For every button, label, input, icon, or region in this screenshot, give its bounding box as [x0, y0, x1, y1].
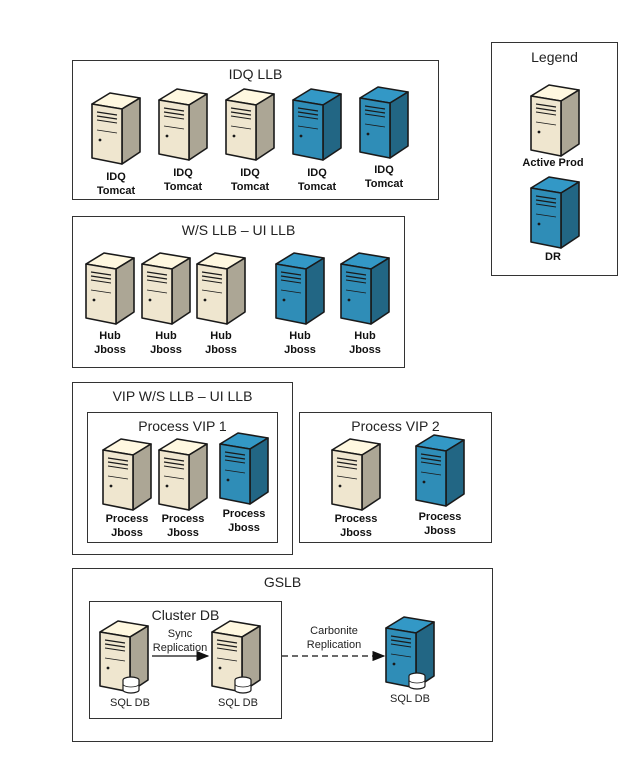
sql-db-2-label: SQL DB	[218, 697, 258, 709]
sql-db-1-icon	[96, 618, 152, 696]
sql-db-2-icon	[208, 618, 264, 696]
process-vip2-server-2-icon	[412, 432, 468, 510]
legend-title: Legend	[531, 49, 578, 65]
sql-db-1-label: SQL DB	[110, 697, 150, 709]
process-vip-1-title: Process VIP 1	[138, 418, 227, 434]
idq-server-4-icon	[289, 86, 345, 164]
cluster-db-title: Cluster DB	[151, 607, 220, 623]
process-vip1-server-2-icon	[155, 436, 211, 514]
legend-dr-server-icon	[527, 174, 583, 252]
hub-server-3-icon	[193, 250, 249, 328]
hub-server-5-icon	[337, 250, 393, 328]
hub-server-1-icon	[82, 250, 138, 328]
ws-llb-title: W/S LLB – UI LLB	[181, 222, 296, 238]
process-vip1-server-3-icon	[216, 430, 272, 508]
idq-llb-title: IDQ LLB	[228, 66, 283, 82]
sql-db-3-icon	[382, 614, 438, 692]
legend-dr-label: DR	[545, 251, 561, 263]
legend-active-label: Active Prod	[522, 157, 584, 169]
legend-active-server-icon	[527, 82, 583, 160]
idq-server-2-icon	[155, 86, 211, 164]
idq-server-5-icon	[356, 84, 412, 162]
sql-db-3-label: SQL DB	[390, 693, 430, 705]
process-vip2-server-1-icon	[328, 436, 384, 514]
hub-server-2-icon	[138, 250, 194, 328]
process-vip-2-title: Process VIP 2	[351, 418, 440, 434]
idq-server-1-icon	[88, 90, 144, 168]
process-vip1-server-1-icon	[99, 436, 155, 514]
vip-llb-title: VIP W/S LLB – UI LLB	[112, 388, 253, 404]
hub-server-4-icon	[272, 250, 328, 328]
idq-server-3-icon	[222, 86, 278, 164]
gslb-title: GSLB	[263, 574, 302, 590]
